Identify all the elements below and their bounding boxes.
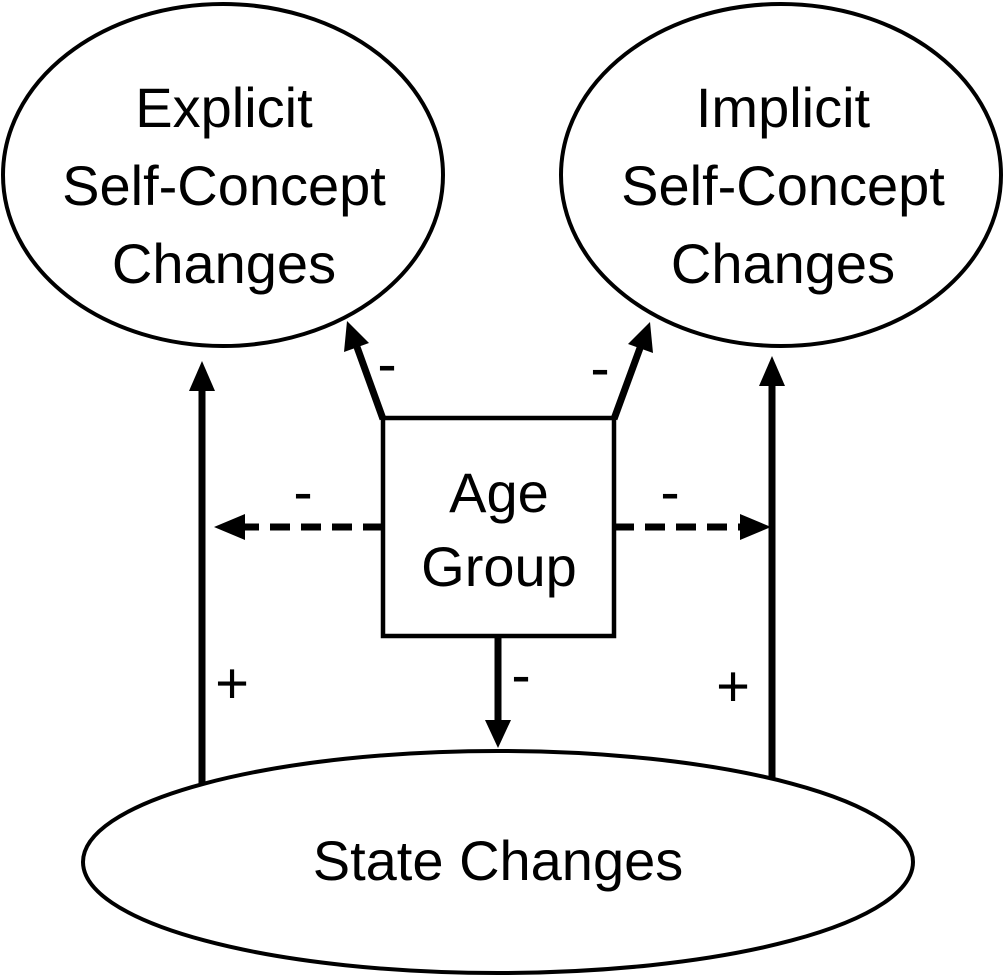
arrow-age-to-explicit	[344, 321, 387, 421]
sign-age-to-explicit: -	[377, 332, 396, 397]
arrow-state-to-explicit-head	[189, 361, 215, 391]
implicit-self-concept-node	[559, 2, 1003, 348]
arrow-age-to-implicit-head	[628, 322, 653, 353]
arrow-age-to-explicit-line	[353, 345, 387, 421]
arrow-age-to-explicit-head	[344, 321, 369, 352]
sign-state-to-implicit: +	[716, 654, 750, 719]
explicit-node-label-line1: Explicit	[135, 76, 313, 139]
age-group-node	[380, 415, 617, 639]
arrow-state-to-explicit	[189, 361, 215, 784]
explicit-node-label-line3: Changes	[112, 232, 336, 295]
explicit-node-label-line2: Self-Concept	[62, 154, 386, 217]
sign-age-moderates-implicit: -	[660, 460, 679, 525]
arrow-age-moderates-implicit	[614, 514, 771, 540]
implicit-node-label-line3: Changes	[671, 232, 895, 295]
age-group-label-line1: Age	[449, 461, 549, 524]
arrow-age-moderates-explicit	[214, 514, 383, 540]
arrow-state-to-implicit	[759, 356, 785, 779]
state-changes-node	[81, 749, 915, 975]
explicit-self-concept-node	[1, 2, 445, 348]
sign-age-to-implicit: -	[590, 336, 609, 401]
arrow-age-moderates-implicit-head	[740, 514, 771, 540]
arrow-age-to-state-head	[485, 720, 511, 748]
arrow-age-to-state	[485, 637, 511, 748]
implicit-node-label-line2: Self-Concept	[621, 154, 945, 217]
sign-age-to-state: -	[511, 643, 530, 708]
sign-state-to-explicit: +	[215, 651, 249, 716]
arrow-age-to-implicit	[610, 322, 653, 421]
sign-age-moderates-explicit: -	[293, 460, 312, 525]
arrow-state-to-implicit-head	[759, 356, 785, 386]
arrow-age-to-implicit-line	[610, 346, 644, 421]
state-changes-label: State Changes	[313, 829, 683, 892]
implicit-node-label-line1: Implicit	[696, 76, 871, 139]
arrow-age-moderates-explicit-head	[214, 514, 245, 540]
age-group-label-line2: Group	[421, 535, 577, 598]
